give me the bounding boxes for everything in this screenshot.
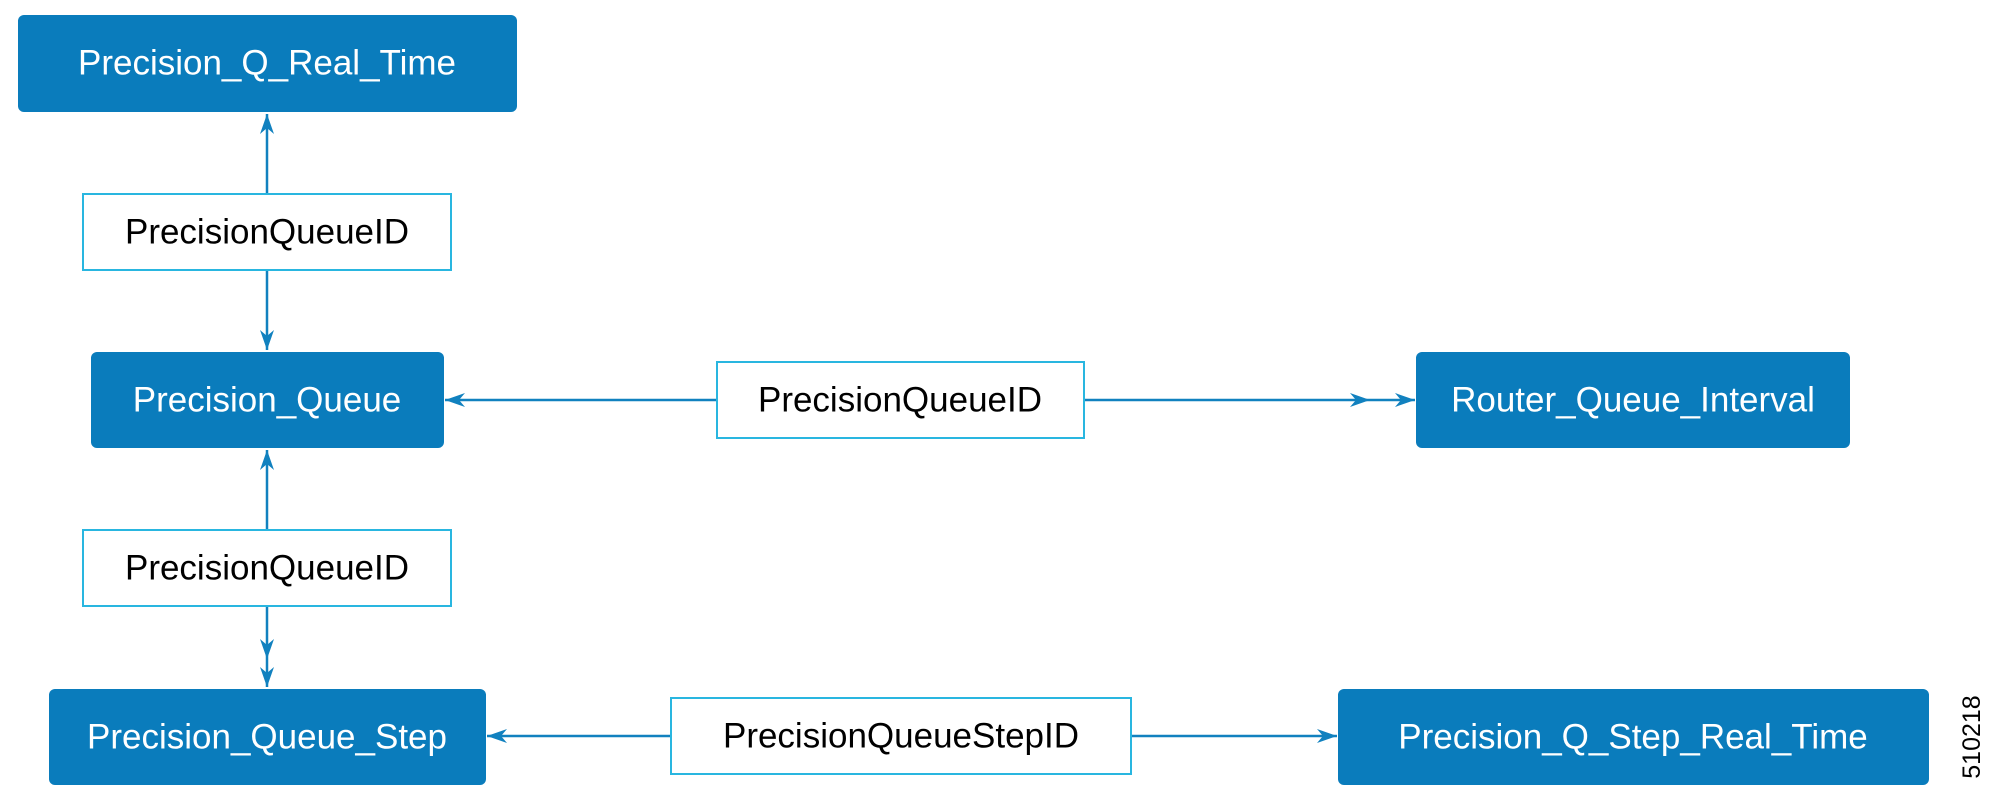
key-box-middle: PrecisionQueueID bbox=[716, 361, 1085, 439]
table-node-box bbox=[1416, 352, 1850, 448]
key-box-lower: PrecisionQueueID bbox=[82, 529, 452, 607]
table-node-label: Precision_Q_Real_Time bbox=[78, 44, 456, 83]
key-box-label: PrecisionQueueID bbox=[758, 381, 1042, 420]
table-node-box bbox=[49, 689, 486, 785]
key-box-top: PrecisionQueueID bbox=[82, 193, 452, 271]
connectors bbox=[260, 114, 1415, 743]
table-node-precision-q-step-real-time: Precision_Q_Step_Real_Time bbox=[1338, 689, 1929, 785]
key-box-label: PrecisionQueueStepID bbox=[723, 717, 1079, 756]
table-node-box bbox=[91, 352, 444, 448]
table-node-label: Router_Queue_Interval bbox=[1451, 381, 1815, 420]
key-box-frame bbox=[716, 361, 1085, 439]
key-box-label: PrecisionQueueID bbox=[125, 549, 409, 588]
table-node-label: Precision_Queue bbox=[133, 381, 402, 420]
table-node-precision-queue-step: Precision_Queue_Step bbox=[49, 689, 486, 785]
table-node-box bbox=[18, 15, 517, 112]
key-box-label: PrecisionQueueID bbox=[125, 213, 409, 252]
table-node-precision-queue: Precision_Queue bbox=[91, 352, 444, 448]
key-box-bottom: PrecisionQueueStepID bbox=[670, 697, 1132, 775]
table-node-box bbox=[1338, 689, 1929, 785]
key-box-frame bbox=[82, 193, 452, 271]
figure-id: 510218 bbox=[1958, 695, 1986, 778]
table-node-router-queue-interval: Router_Queue_Interval bbox=[1416, 352, 1850, 448]
table-node-label: Precision_Queue_Step bbox=[87, 718, 447, 757]
table-node-label: Precision_Q_Step_Real_Time bbox=[1398, 718, 1868, 757]
double-arrow-head-icon bbox=[260, 639, 274, 659]
key-box-frame bbox=[82, 529, 452, 607]
key-box-frame bbox=[670, 697, 1132, 775]
double-arrow-head-icon bbox=[1350, 393, 1370, 407]
table-node-precision-q-real-time: Precision_Q_Real_Time bbox=[18, 15, 517, 112]
